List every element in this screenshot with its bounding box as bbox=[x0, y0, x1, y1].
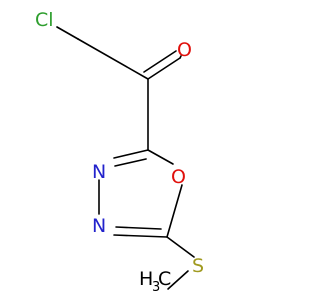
methyl-h-label: H bbox=[139, 268, 153, 290]
methyl-c-label: C bbox=[158, 268, 171, 290]
atom-sulfur-label: S bbox=[192, 255, 204, 277]
bond-o1-c5 bbox=[166, 184, 183, 238]
bond-cl-c bbox=[77, 38, 149, 80]
bond-c-o-double-a bbox=[147, 57, 181, 80]
bond-c5-s bbox=[166, 236, 195, 258]
bond-n4-c5-double-outer bbox=[113, 234, 168, 238]
bond-c2-o1 bbox=[147, 149, 174, 165]
atom-chlorine-label: Cl bbox=[35, 9, 54, 31]
methyl-subscript-label: 3 bbox=[152, 280, 160, 295]
bond-c-o-double-a bbox=[179, 55, 182, 59]
bond-c-o-double-b bbox=[143, 50, 177, 73]
bond-cl-c bbox=[56, 26, 79, 40]
bond-s-ch3 bbox=[167, 270, 189, 290]
bond-c2-n3-double-inner bbox=[114, 158, 147, 167]
bond-n4-c5-double-inner bbox=[115, 226, 162, 230]
molecule-diagram: Cl O O N N S H 3 C bbox=[35, 9, 204, 295]
atom-ring-oxygen-label: O bbox=[171, 166, 186, 188]
atom-carbonyl-oxygen-label: O bbox=[177, 39, 192, 61]
atom-nitrogen-upper-label: N bbox=[92, 161, 106, 183]
bond-c2-n3-double-outer bbox=[113, 149, 149, 159]
atom-nitrogen-lower-label: N bbox=[92, 215, 106, 237]
